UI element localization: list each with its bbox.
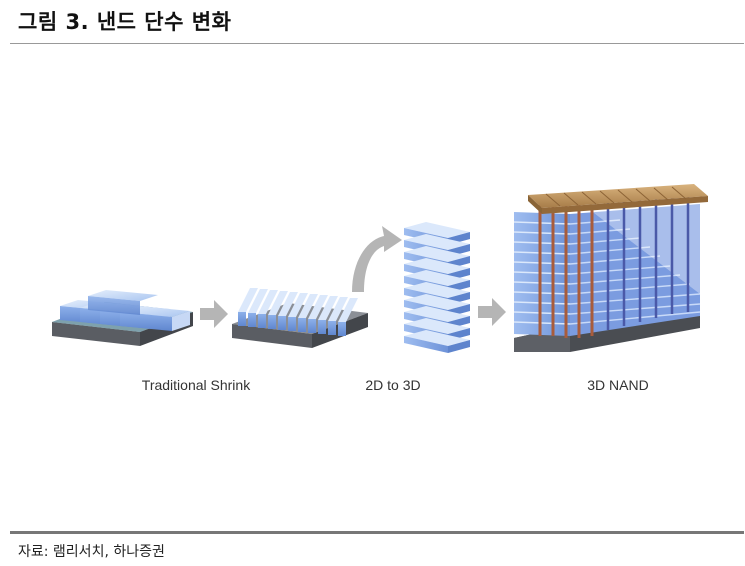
bottom-divider xyxy=(10,531,744,534)
arrow-right-icon xyxy=(200,300,228,328)
source-note: 자료: 램리서치, 하나증권 xyxy=(18,544,165,560)
top-divider xyxy=(10,43,744,44)
curved-arrow-icon xyxy=(352,226,402,292)
stage-label-2d-to-3d: 2D to 3D xyxy=(365,377,420,393)
vertical-stack-illustration xyxy=(404,222,470,353)
stage-label-traditional-shrink: Traditional Shrink xyxy=(142,377,251,393)
scaled-2d-array-illustration xyxy=(232,288,368,348)
arrow-right-icon xyxy=(478,298,506,326)
page-title: 그림 3. 낸드 단수 변화 xyxy=(18,10,232,34)
3d-nand-illustration xyxy=(513,184,708,352)
traditional-shrink-illustration xyxy=(52,290,193,346)
stage-label-3d-nand: 3D NAND xyxy=(587,377,648,393)
